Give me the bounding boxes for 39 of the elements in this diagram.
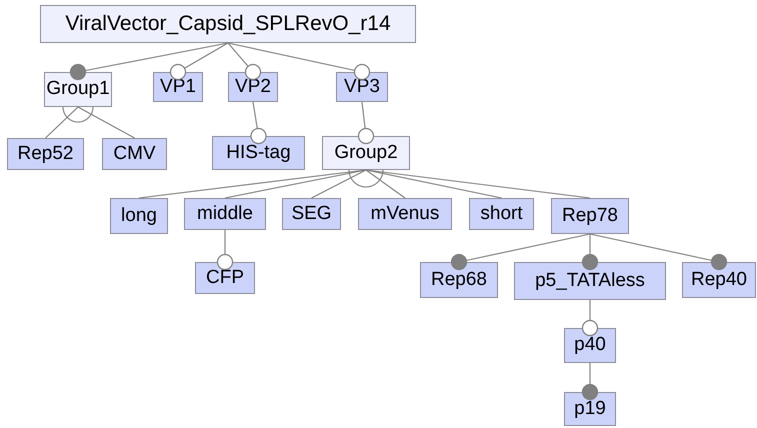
connector [582, 234, 598, 270]
connector [366, 169, 502, 199]
connector [70, 42, 228, 80]
feature-box: p5_TATAless [514, 262, 666, 300]
feature-box: middle [184, 198, 266, 230]
feature-box: long [110, 198, 168, 234]
connector [45, 106, 78, 138]
feature-box: Group2 [322, 136, 410, 170]
feature-box: HIS-tag [212, 136, 305, 170]
connector [358, 102, 374, 144]
connector [366, 170, 406, 198]
connector [450, 233, 590, 270]
feature-box: CMV [102, 138, 167, 170]
feature-box: ViralVector_Capsid_SPLRevO_r14 [40, 5, 416, 43]
connector [311, 170, 366, 198]
connector [216, 230, 234, 270]
connector [228, 42, 370, 80]
feature-box: Rep52 [7, 138, 84, 170]
feature-box: Group1 [44, 72, 112, 107]
feature-box: short [469, 198, 534, 230]
feature-box: Rep78 [551, 198, 629, 234]
connector [78, 106, 135, 138]
feature-box: p40 [564, 328, 616, 363]
feature-box: mVenus [358, 198, 452, 230]
connector [170, 42, 228, 80]
connector [582, 300, 598, 336]
feature-box: VP2 [228, 72, 278, 102]
connector [224, 169, 366, 199]
feature-box: VP1 [153, 72, 203, 102]
feature-box: p19 [564, 392, 616, 426]
feature-box: SEG [282, 198, 341, 230]
feature-box: CFP [195, 262, 255, 294]
connector [228, 42, 262, 80]
feature-box: Rep68 [420, 262, 498, 298]
connector [582, 363, 598, 400]
feature-box: Rep40 [682, 262, 756, 298]
feature-box: VP3 [336, 72, 388, 102]
connector [250, 102, 267, 144]
connector [590, 233, 728, 270]
